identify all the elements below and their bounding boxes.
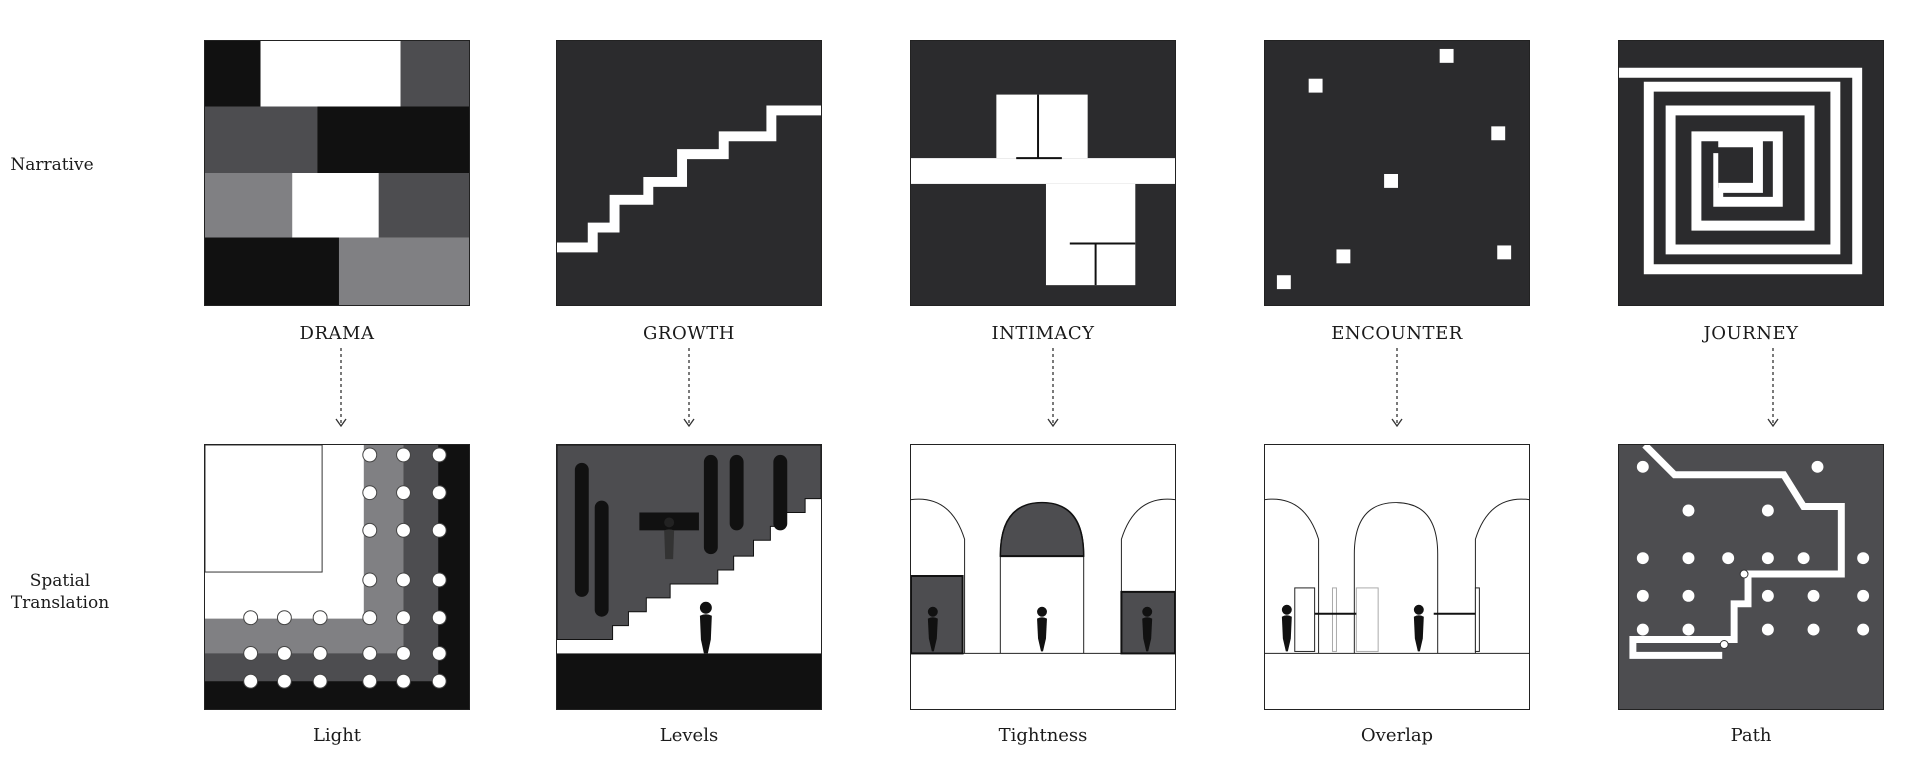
- light-dot: [431, 572, 447, 588]
- light-dot: [312, 673, 328, 689]
- light-dot: [362, 485, 378, 501]
- tightness-diagram: [910, 444, 1176, 710]
- light-label: Light: [312, 725, 362, 746]
- light-dot: [362, 522, 378, 538]
- drama-label: DRAMA: [299, 323, 375, 344]
- levels-diagram: [556, 444, 822, 710]
- light-dot: [362, 645, 378, 661]
- light-dot: [396, 673, 411, 689]
- row-label-spatial-translation: Spatial Translation: [0, 570, 120, 614]
- row-label-spatial-line2: Translation: [10, 593, 110, 613]
- light-dot: [396, 645, 411, 661]
- intimacy-label: INTIMACY: [991, 323, 1095, 344]
- light-dot: [362, 673, 378, 689]
- light-dot: [312, 645, 328, 661]
- journey-label: JOURNEY: [1703, 323, 1799, 344]
- tightness-label: Tightness: [998, 725, 1088, 746]
- journey-arrow: [1767, 348, 1779, 430]
- light-dot: [362, 610, 378, 626]
- overlap-label: Overlap: [1360, 725, 1434, 746]
- row-label-narrative: Narrative: [10, 155, 94, 175]
- drama-arrow: [335, 348, 347, 430]
- light-dot: [396, 447, 411, 463]
- light-dot: [431, 522, 447, 538]
- light-dot: [276, 610, 292, 626]
- encounter-label: ENCOUNTER: [1331, 323, 1463, 344]
- light-dot: [396, 572, 411, 588]
- light-dot: [431, 673, 447, 689]
- encounter-arrow: [1391, 348, 1403, 430]
- light-dot: [396, 522, 411, 538]
- intimacy-diagram: [910, 40, 1176, 306]
- path-diagram: [1618, 444, 1884, 710]
- light-dot: [243, 610, 259, 626]
- light-dot: [431, 485, 447, 501]
- light-dot: [276, 645, 292, 661]
- light-dot: [396, 610, 411, 626]
- light-dot: [431, 447, 447, 463]
- light-dot: [362, 447, 378, 463]
- journey-diagram: [1618, 40, 1884, 306]
- light-dot: [396, 485, 411, 501]
- growth-arrow: [683, 348, 695, 430]
- light-dot: [243, 673, 259, 689]
- growth-diagram: [556, 40, 822, 306]
- row-label-spatial-line1: Spatial: [29, 571, 91, 591]
- levels-label: Levels: [659, 725, 719, 746]
- light-dot: [362, 572, 378, 588]
- light-dot: [276, 673, 292, 689]
- intimacy-arrow: [1047, 348, 1059, 430]
- growth-label: GROWTH: [643, 323, 735, 344]
- encounter-diagram: [1264, 40, 1530, 306]
- drama-diagram: [204, 40, 470, 306]
- light-dot: [312, 610, 328, 626]
- path-label: Path: [1730, 725, 1772, 746]
- light-diagram: [204, 444, 470, 710]
- light-dot: [431, 645, 447, 661]
- light-dot: [431, 610, 447, 626]
- overlap-diagram: [1264, 444, 1530, 710]
- light-dot: [243, 645, 259, 661]
